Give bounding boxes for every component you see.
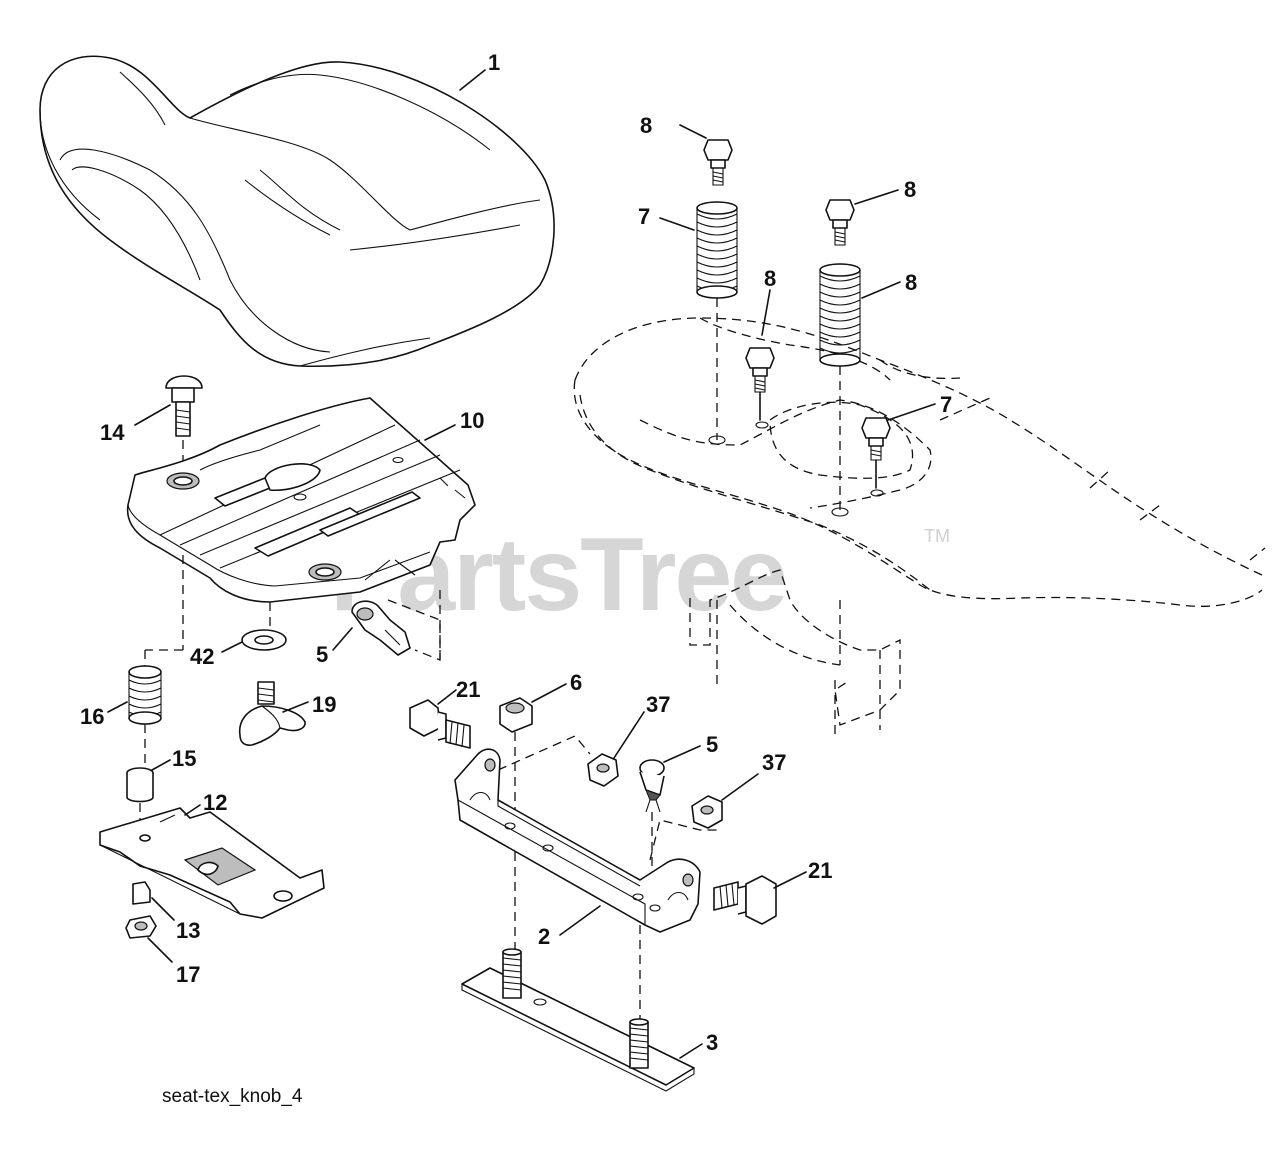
callout-5-lower: 5 xyxy=(706,732,718,757)
flange-nut-part xyxy=(125,915,157,939)
hex-nut-lower xyxy=(691,795,723,829)
callout-8-top-left: 8 xyxy=(640,113,652,138)
callout-15: 15 xyxy=(172,746,196,771)
seat-knob-part xyxy=(238,681,306,746)
compression-spring-part xyxy=(128,665,162,725)
callout-19: 19 xyxy=(312,692,336,717)
stud-left xyxy=(502,948,522,999)
callout-37-lower: 37 xyxy=(762,750,786,775)
spring-right xyxy=(819,263,861,517)
callout-10: 10 xyxy=(460,408,484,433)
callout-17: 17 xyxy=(176,962,200,987)
callout-21-right: 21 xyxy=(808,858,832,883)
frame-bolt-low xyxy=(861,417,891,497)
callout-3: 3 xyxy=(706,1030,718,1055)
seat-pan-part xyxy=(126,397,476,603)
callout-8-mid: 8 xyxy=(764,266,776,291)
lock-nut-part xyxy=(499,697,533,733)
spring-left xyxy=(696,201,738,445)
hex-bolt-left xyxy=(409,699,471,749)
slide-plate-part xyxy=(99,807,325,919)
callout-14: 14 xyxy=(100,420,125,445)
stud-plate-part xyxy=(461,948,695,1092)
spring-bolt-left xyxy=(703,139,733,186)
hex-bolt-right xyxy=(713,875,777,925)
callout-37-upper: 37 xyxy=(646,692,670,717)
carriage-bolt-part xyxy=(165,375,203,437)
callout-13: 13 xyxy=(176,918,200,943)
callout-8-top-right: 8 xyxy=(904,177,916,202)
callout-5-upper: 5 xyxy=(316,642,328,667)
callout-42: 42 xyxy=(190,644,214,669)
frame-bolt-mid xyxy=(745,347,775,429)
callout-12: 12 xyxy=(203,790,227,815)
callout-7-right: 8 xyxy=(905,270,917,295)
callout-16: 16 xyxy=(80,704,104,729)
seat-bracket-part xyxy=(454,748,701,933)
stud-part xyxy=(132,881,151,905)
diagram-caption: seat-tex_knob_4 xyxy=(162,1086,303,1107)
spring-bolt-right xyxy=(825,199,855,246)
callout-1: 1 xyxy=(488,50,500,75)
watermark-trademark: TM xyxy=(924,526,950,546)
callout-7-left: 7 xyxy=(638,204,650,229)
callout-21-left: 21 xyxy=(456,677,480,702)
callout-2: 2 xyxy=(538,924,550,949)
spacer-part xyxy=(126,767,154,803)
mower-frame-outline xyxy=(573,317,1266,740)
callout-6: 6 xyxy=(570,670,582,695)
seat-part xyxy=(39,55,555,368)
switch-clip-upper xyxy=(351,599,441,661)
hex-nut-upper xyxy=(587,753,619,787)
stud-right xyxy=(629,1018,649,1069)
switch-clip-lower xyxy=(639,759,665,813)
washer-part xyxy=(241,629,287,651)
callout-8-low: 7 xyxy=(940,392,952,417)
